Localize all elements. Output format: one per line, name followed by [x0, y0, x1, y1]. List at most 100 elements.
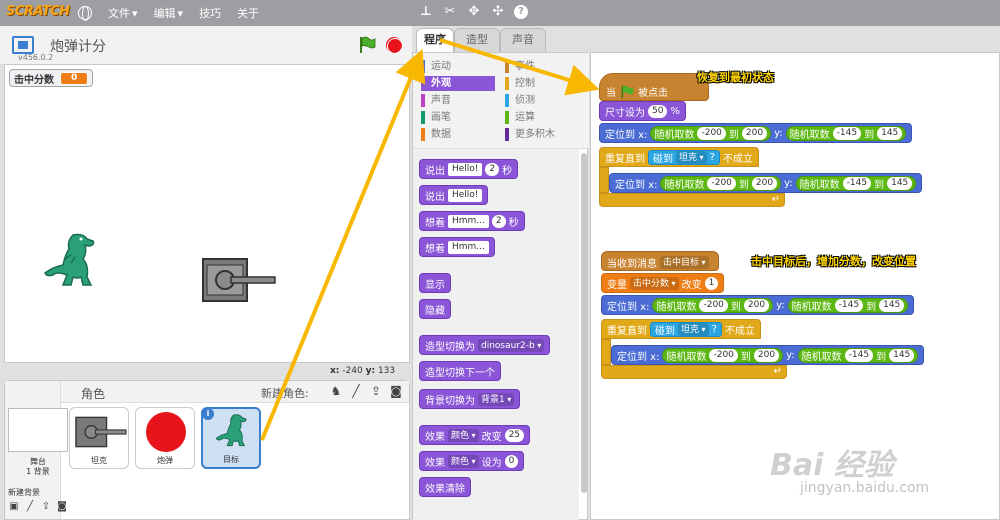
duplicate-stamp-icon[interactable]: ⊥ [420, 4, 432, 19]
block-change-variable[interactable]: 变量击中分数改变1 [601, 273, 725, 293]
grow-icon[interactable]: ✥ [468, 4, 480, 19]
category-sound[interactable]: 声音 [421, 93, 451, 108]
menu-file[interactable]: 文件▾ [108, 6, 138, 21]
category-sensing[interactable]: 侦测 [505, 93, 535, 108]
hat-when-receive[interactable]: 当收到消息击中目标 [601, 251, 719, 271]
red-ball-icon [146, 412, 186, 452]
loop-arrow-icon: ↵ [773, 366, 782, 377]
palette-scrollbar[interactable] [581, 153, 587, 493]
info-icon[interactable]: i [202, 408, 214, 420]
monitor-value: 0 [60, 71, 89, 85]
stage-label: 舞台 1 背景 [26, 457, 50, 476]
stage-canvas[interactable]: 击中分数 0 [4, 64, 410, 363]
category-more-blocks[interactable]: 更多积木 [505, 127, 555, 142]
language-globe-icon[interactable] [78, 6, 92, 21]
sprite-name: 目标 [223, 455, 239, 464]
category-events[interactable]: 事件 [505, 59, 535, 74]
shrink-icon[interactable]: ✣ [492, 4, 504, 19]
sprite-tile-tank[interactable]: 坦克 [69, 407, 129, 469]
sprites-label: 角色 [81, 387, 106, 401]
loop-arrow-icon: ↵ [771, 194, 780, 205]
monitor-label: 击中分数 [14, 74, 54, 86]
tab-costumes[interactable]: 造型 [454, 28, 500, 52]
stage-column: 舞台 1 背景 新建背景 ▣ ╱ ⇪ ◙ [5, 381, 68, 519]
hat-when-flag-clicked[interactable]: 当 被点击 [599, 73, 709, 101]
tab-scripts[interactable]: 程序 [416, 28, 454, 52]
green-flag-icon[interactable] [358, 36, 376, 54]
category-control[interactable]: 控制 [505, 76, 535, 91]
paint-brush-icon[interactable]: ╱ [26, 501, 34, 512]
category-data[interactable]: 数据 [421, 127, 451, 142]
sprite-tile-bullet[interactable]: 炮弹 [135, 407, 195, 469]
sprite-library-icon[interactable]: ♞ [330, 384, 342, 398]
category-operators[interactable]: 运算 [505, 110, 535, 125]
fullscreen-icon[interactable] [12, 36, 34, 54]
block-switch-backdrop[interactable]: 背景切换为背景1 [419, 389, 521, 409]
dinosaur-thumbnail-icon [215, 414, 247, 447]
backdrop-library-icon[interactable]: ▣ [9, 501, 19, 512]
upload-sprite-icon[interactable]: ⇪ [370, 384, 382, 398]
block-show[interactable]: 显示 [419, 273, 451, 293]
baidu-watermark-url: jingyan.baidu.com [800, 480, 930, 496]
project-title[interactable]: 炮弹计分 [50, 39, 106, 55]
baidu-watermark: Bai 经验 [770, 448, 894, 483]
new-sprite-label: 新建角色: [261, 387, 309, 400]
block-next-costume[interactable]: 造型切换下一个 [419, 361, 501, 381]
comment-reset: 恢复到最初状态 [697, 71, 774, 84]
scratch-logo[interactable]: SCRATCH [6, 4, 70, 19]
tank-thumbnail-icon [75, 416, 127, 448]
block-change-effect[interactable]: 效果颜色改变25 [419, 425, 531, 445]
category-looks[interactable]: 外观 [421, 76, 495, 91]
camera-icon[interactable]: ◙ [57, 501, 67, 512]
toolbar: ⊥ ✂ ✥ ✣ ? [418, 4, 528, 20]
menu-edit[interactable]: 编辑▾ [153, 6, 184, 21]
menu-bar: SCRATCH 文件▾ 编辑▾ 技巧 关于 ⊥ ✂ ✥ ✣ ? [0, 0, 1000, 26]
dinosaur-sprite[interactable] [43, 231, 105, 291]
stage-header: 炮弹计分 v456.0.2 [0, 26, 412, 64]
comment-hit: 击中目标后，增加分数，改变位置 [751, 255, 916, 268]
repeat-body-left-2 [601, 339, 611, 365]
help-icon[interactable]: ? [514, 5, 528, 19]
block-hide[interactable]: 隐藏 [419, 299, 451, 319]
repeat-body-left [599, 167, 609, 193]
category-pen[interactable]: 画笔 [421, 110, 451, 125]
editor-tabs: 程序 造型 声音 [412, 26, 1000, 52]
sprite-name: 炮弹 [157, 456, 173, 465]
menu-about[interactable]: 关于 [237, 7, 260, 20]
category-motion[interactable]: 运动 [421, 59, 451, 74]
camera-sprite-icon[interactable]: ◙ [390, 384, 402, 398]
version-label: v456.0.2 [18, 53, 54, 62]
paint-new-sprite-icon[interactable]: ╱ [352, 384, 360, 398]
stage-thumbnail[interactable] [8, 408, 68, 452]
sprite-panel: 舞台 1 背景 新建背景 ▣ ╱ ⇪ ◙ 角色 新建角色: ♞ ╱ ⇪ ◙ 坦克… [4, 380, 410, 520]
sprite-header: 角色 新建角色: ♞ ╱ ⇪ ◙ [61, 381, 409, 403]
block-set-effect[interactable]: 效果颜色设为0 [419, 451, 525, 471]
menu-tips[interactable]: 技巧 [199, 7, 222, 20]
tank-sprite[interactable] [201, 257, 277, 303]
sprite-tile-target[interactable]: i 目标 [201, 407, 261, 469]
delete-scissors-icon[interactable]: ✂ [444, 4, 456, 19]
upload-icon[interactable]: ⇪ [41, 501, 51, 512]
repeat-body-bottom: ↵ [599, 193, 785, 207]
mouse-coordinates: x: -240 y: 133 [330, 366, 396, 376]
stop-sign-icon[interactable] [386, 37, 403, 54]
tab-sounds[interactable]: 声音 [500, 28, 546, 52]
category-list: 运动 外观 声音 画笔 数据 事件 控制 侦测 运算 更多积木 [413, 53, 589, 149]
repeat-body-bottom-2: ↵ [601, 365, 787, 379]
block-clear-effects[interactable]: 效果清除 [419, 477, 471, 497]
variable-monitor[interactable]: 击中分数 0 [9, 69, 94, 87]
